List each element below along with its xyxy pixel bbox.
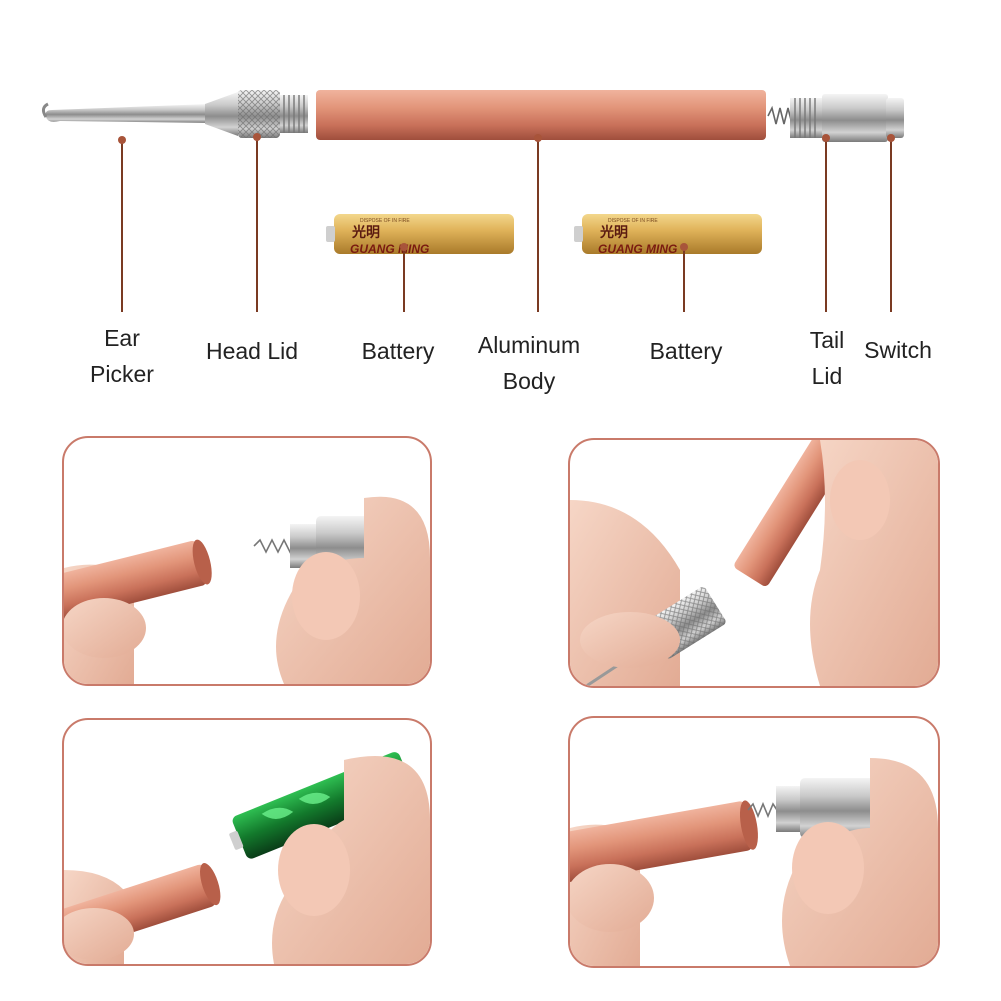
- label-switch: Switch: [864, 337, 932, 363]
- tail-lid-part: [790, 94, 904, 142]
- label-tail-lid: Tail Lid: [809, 327, 845, 389]
- step-illustration: [64, 496, 430, 684]
- ear-picker-part: [41, 102, 210, 123]
- battery-small-text: DISPOSE OF IN FIRE: [608, 218, 658, 224]
- label-battery-left: Battery: [361, 338, 435, 364]
- battery-brand-cn: 光明: [351, 224, 380, 241]
- label-battery-right: Battery: [649, 338, 723, 364]
- aluminum-body-part: [316, 90, 766, 140]
- label-head-lid: Head Lid: [205, 338, 299, 364]
- step-panel-reattach-tail: [568, 716, 940, 968]
- battery-right: 光明 GUANG MING DISPOSE OF IN FIRE: [574, 214, 762, 256]
- label-ear-picker: Ear Picker: [90, 325, 154, 387]
- step-panel-remove-head: [568, 438, 940, 688]
- battery-small-text: DISPOSE OF IN FIRE: [360, 218, 410, 224]
- step-panel-insert-battery: [62, 718, 432, 966]
- step-illustration: [64, 752, 430, 964]
- step-illustration: [570, 440, 938, 686]
- step-panel-remove-tail: [62, 436, 432, 686]
- leader-lines: [121, 137, 892, 312]
- head-lid-part: [205, 90, 308, 138]
- battery-brand-cn: 光明: [599, 224, 628, 241]
- leader-dots: [118, 133, 895, 251]
- battery-brand-en: GUANG MING: [350, 242, 429, 256]
- battery-brand-en: GUANG MING: [598, 242, 677, 256]
- step-illustration: [570, 758, 938, 966]
- label-aluminum-body: Aluminum Body: [477, 332, 581, 394]
- battery-left: 光明 GUANG MING DISPOSE OF IN FIRE: [326, 214, 514, 256]
